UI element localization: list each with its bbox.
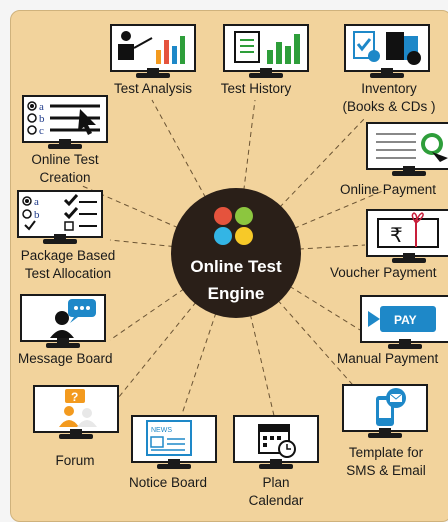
package-based-line1: Package Based [20, 248, 116, 263]
plan-calendar-line1: Plan [262, 475, 290, 490]
online-test-creation-line1: Online Test [31, 152, 99, 167]
template-line2: SMS & Email [346, 463, 426, 478]
notice-board-label: Notice Board [128, 475, 208, 490]
monitor-screen [110, 24, 196, 72]
quiz-option-b: b [39, 113, 45, 125]
online-payment-monitor [366, 122, 448, 176]
engine-hub [171, 188, 301, 318]
presentation-chart-icon [118, 31, 185, 64]
test-history-monitor [223, 24, 309, 78]
template-line1: Template for [348, 445, 424, 460]
plan-calendar-line2: Calendar [248, 493, 304, 508]
quiz-option-a: a [39, 101, 44, 113]
online-test-creation-line2: Creation [39, 170, 91, 185]
test-history-label: Test History [220, 81, 292, 96]
test-analysis-monitor [110, 24, 196, 78]
hub-title-line2: Engine [207, 284, 265, 303]
connector-message-board [109, 252, 237, 341]
online-test-creation-monitor: a b c [22, 95, 108, 149]
plan-calendar-monitor [233, 415, 319, 469]
mobile-email-icon [376, 388, 406, 426]
notice-board-monitor: NEWS [131, 415, 217, 469]
quiz-cursor-icon: a b c [27, 101, 100, 137]
package-option-b: b [34, 209, 40, 221]
question-mark: ? [71, 390, 78, 404]
forum-label: Forum [55, 453, 95, 468]
inventory-label-line2: (Books & CDs ) [342, 99, 436, 114]
hub-title-line1: Online Test [190, 257, 282, 276]
inventory-label-line1: Inventory [361, 81, 417, 96]
manual-payment-label: Manual Payment [337, 351, 439, 366]
connector-manual-payment [235, 252, 361, 331]
voucher-payment-label: Voucher Payment [330, 265, 437, 280]
rupee-symbol: ₹ [390, 223, 403, 247]
pay-text: PAY [394, 313, 417, 327]
history-chart-icon [234, 31, 300, 64]
message-board-monitor [20, 294, 106, 348]
quiz-option-c: c [39, 125, 44, 137]
books-cds-icon [353, 31, 421, 65]
inventory-monitor [344, 24, 430, 78]
package-based-line2: Test Allocation [24, 266, 112, 281]
package-based-label: Package Based Test Allocation [12, 247, 124, 283]
voucher-icon: ₹ [377, 212, 439, 248]
forum-monitor: ? [33, 385, 119, 439]
message-user-icon [50, 299, 96, 338]
connector-template [235, 252, 376, 411]
connector-test-history [235, 99, 256, 254]
news-icon: NEWS [146, 420, 192, 456]
pay-card-icon: PAY [368, 306, 436, 332]
manual-payment-monitor: PAY [360, 295, 448, 349]
voucher-payment-monitor: ₹ [366, 209, 448, 263]
template-monitor [342, 384, 428, 438]
checklist-icon: a b [22, 194, 97, 231]
package-based-monitor: a b [17, 190, 103, 244]
inventory-label: Inventory (Books & CDs ) [330, 80, 448, 116]
package-option-a: a [34, 196, 39, 208]
online-test-creation-label: Online Test Creation [15, 151, 115, 187]
test-analysis-label: Test Analysis [113, 81, 193, 96]
calendar-clock-icon [258, 424, 296, 458]
online-payment-label: Online Payment [340, 182, 437, 197]
online-payment-icon [376, 133, 448, 162]
forum-users-icon: ? [59, 389, 97, 427]
message-board-label: Message Board [18, 351, 113, 366]
template-label: Template for SMS & Email [338, 444, 434, 480]
news-text: NEWS [151, 427, 172, 434]
plan-calendar-label: Plan Calendar [236, 474, 316, 510]
